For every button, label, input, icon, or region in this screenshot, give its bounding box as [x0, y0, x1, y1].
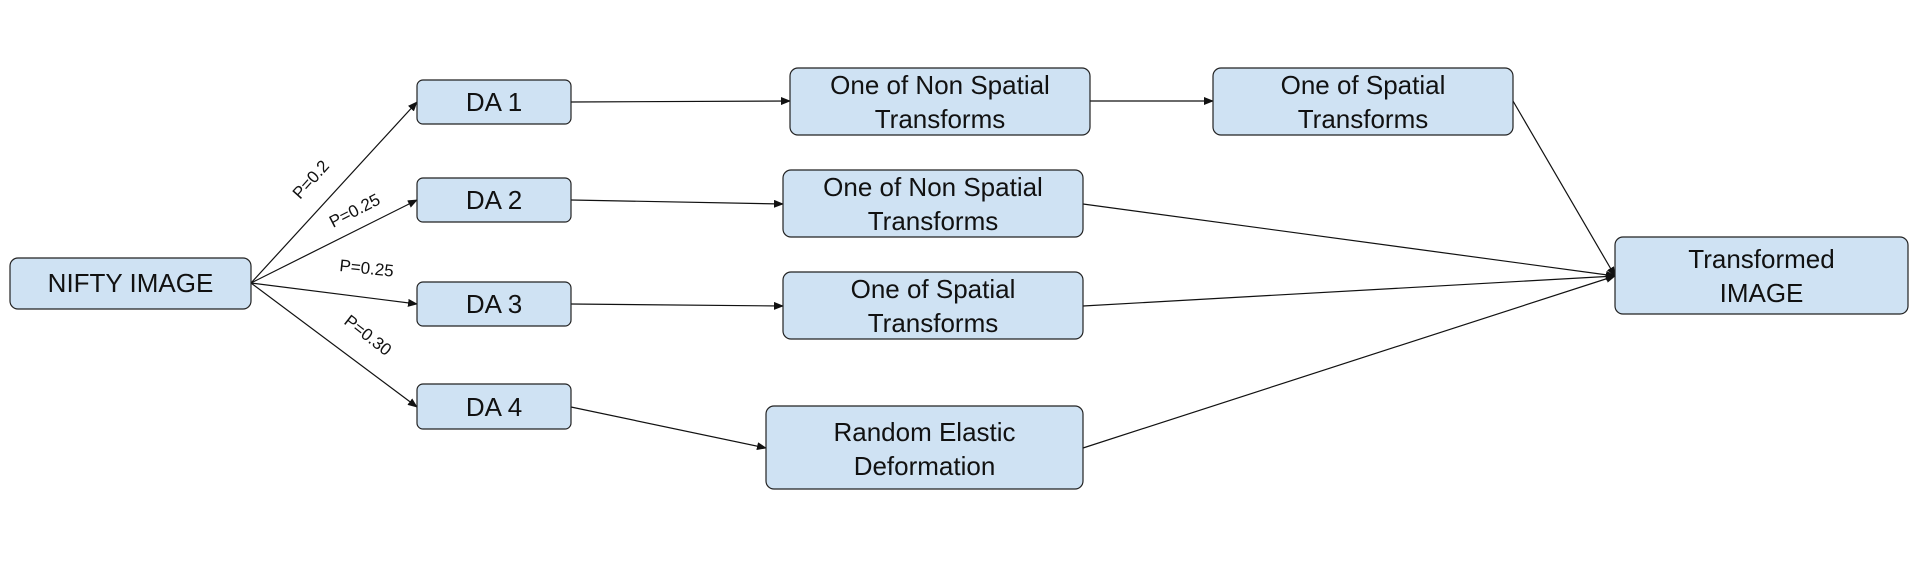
node-non-spatial-transforms-2: One of Non Spatial Transforms: [782, 169, 1084, 238]
node-da2-label: DA 2: [466, 185, 522, 215]
node-nifty-image-label: NIFTY IMAGE: [48, 268, 214, 298]
node-non-spatial-transforms-1-line2: Transforms: [875, 104, 1006, 134]
edge-spatial-output: [1512, 100, 1616, 277]
node-random-elastic-deformation: Random Elastic Deformation: [765, 405, 1084, 490]
edge-label-p1: P=0.2: [289, 157, 333, 203]
node-nifty-image: NIFTY IMAGE: [9, 257, 252, 310]
node-da4: DA 4: [416, 383, 572, 430]
edge-da1-nonspatial: [570, 97, 791, 106]
node-spatial-transforms-3: One of Spatial Transforms: [782, 271, 1084, 340]
node-spatial-transforms-1: One of Spatial Transforms: [1212, 67, 1514, 136]
edge-nifty-da4: [250, 282, 418, 408]
edge-nifty-da1: [250, 101, 418, 284]
edge-nonspatial2-output: [1082, 203, 1616, 279]
edge-elastic-output: [1082, 274, 1616, 449]
node-random-elastic-deformation-line1: Random Elastic: [833, 417, 1015, 447]
node-non-spatial-transforms-1: One of Non Spatial Transforms: [789, 67, 1091, 136]
edge-da2-nonspatial: [570, 199, 784, 208]
node-transformed-image-line2: IMAGE: [1720, 278, 1804, 308]
node-non-spatial-transforms-2-line1: One of Non Spatial: [823, 172, 1043, 202]
node-transformed-image: Transformed IMAGE: [1614, 236, 1909, 315]
node-da3-label: DA 3: [466, 289, 522, 319]
edge-nifty-da2: [250, 199, 418, 284]
node-da1-label: DA 1: [466, 87, 522, 117]
node-spatial-transforms-3-line1: One of Spatial: [851, 274, 1016, 304]
edge-da4-elastic: [570, 406, 767, 451]
node-transformed-image-line1: Transformed: [1688, 244, 1834, 274]
edge-label-p4: P=0.30: [341, 311, 396, 359]
node-non-spatial-transforms-1-line1: One of Non Spatial: [830, 70, 1050, 100]
node-da3: DA 3: [416, 281, 572, 327]
edge-da3-spatial: [570, 301, 784, 310]
node-da2: DA 2: [416, 177, 572, 223]
edge-nifty-da3: [250, 282, 418, 307]
node-spatial-transforms-3-line2: Transforms: [868, 308, 999, 338]
edge-spatial3-output: [1082, 272, 1616, 307]
node-spatial-transforms-1-line1: One of Spatial: [1281, 70, 1446, 100]
node-random-elastic-deformation-line2: Deformation: [854, 451, 996, 481]
node-da1: DA 1: [416, 79, 572, 125]
node-non-spatial-transforms-2-line2: Transforms: [868, 206, 999, 236]
edge-label-p3: P=0.25: [339, 256, 395, 281]
node-spatial-transforms-1-line2: Transforms: [1298, 104, 1429, 134]
node-da4-label: DA 4: [466, 392, 522, 422]
edge-label-p2: P=0.25: [326, 190, 383, 232]
